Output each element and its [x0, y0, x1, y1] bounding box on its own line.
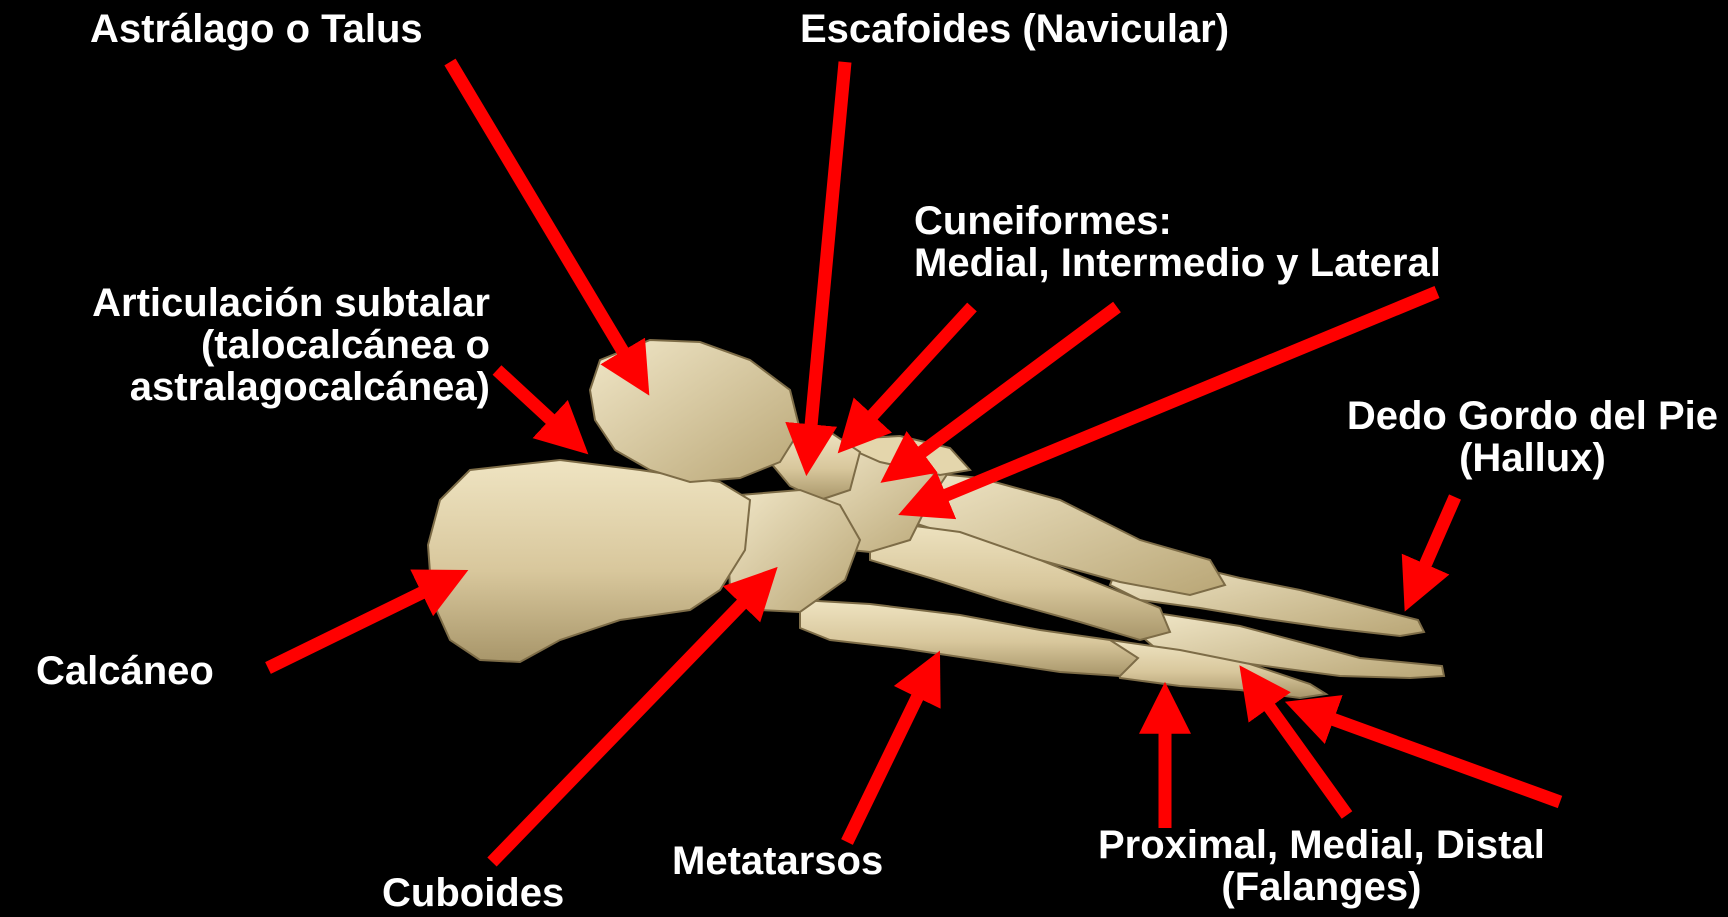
talus-label: Astrálago o Talus [90, 8, 423, 50]
subtalar-line3: astralagocalcánea) [92, 366, 490, 408]
cuneiform-intermediate-arrow [895, 307, 1117, 472]
cuneiform-label: Cuneiformes: Medial, Intermedio y Latera… [914, 200, 1441, 284]
phalanges-label: Proximal, Medial, Distal (Falanges) [1098, 824, 1545, 908]
hallux-line1: Dedo Gordo del Pie [1347, 395, 1718, 437]
hallux-arrow [1412, 497, 1455, 595]
phalanges-line2: (Falanges) [1098, 866, 1545, 908]
subtalar-line2: (talocalcánea o [92, 324, 490, 366]
distal-phalanx-arrow [1302, 708, 1560, 802]
cuboid-label: Cuboides [382, 872, 564, 914]
cuneiform-medial-arrow [850, 307, 972, 440]
navicular-arrow [808, 62, 845, 458]
hallux-label: Dedo Gordo del Pie (Hallux) [1347, 395, 1718, 479]
subtalar-arrow [497, 370, 575, 442]
foot-bones [428, 340, 1444, 698]
middle-phalanx-arrow [1250, 680, 1347, 815]
cuneiform-list: Medial, Intermedio y Lateral [914, 242, 1441, 284]
hallux-line2: (Hallux) [1347, 437, 1718, 479]
calcaneus-arrow [268, 578, 452, 668]
calcaneus-bone [428, 460, 750, 662]
subtalar-label: Articulación subtalar (talocalcánea o as… [92, 282, 490, 408]
cuneiform-title: Cuneiformes: [914, 200, 1441, 242]
metatarsals-arrow [847, 667, 932, 842]
metatarsals-label: Metatarsos [672, 840, 883, 882]
phalanges-line1: Proximal, Medial, Distal [1098, 824, 1545, 866]
navicular-label: Escafoides (Navicular) [800, 8, 1229, 50]
calcaneus-label: Calcáneo [36, 650, 214, 692]
subtalar-line1: Articulación subtalar [92, 282, 490, 324]
